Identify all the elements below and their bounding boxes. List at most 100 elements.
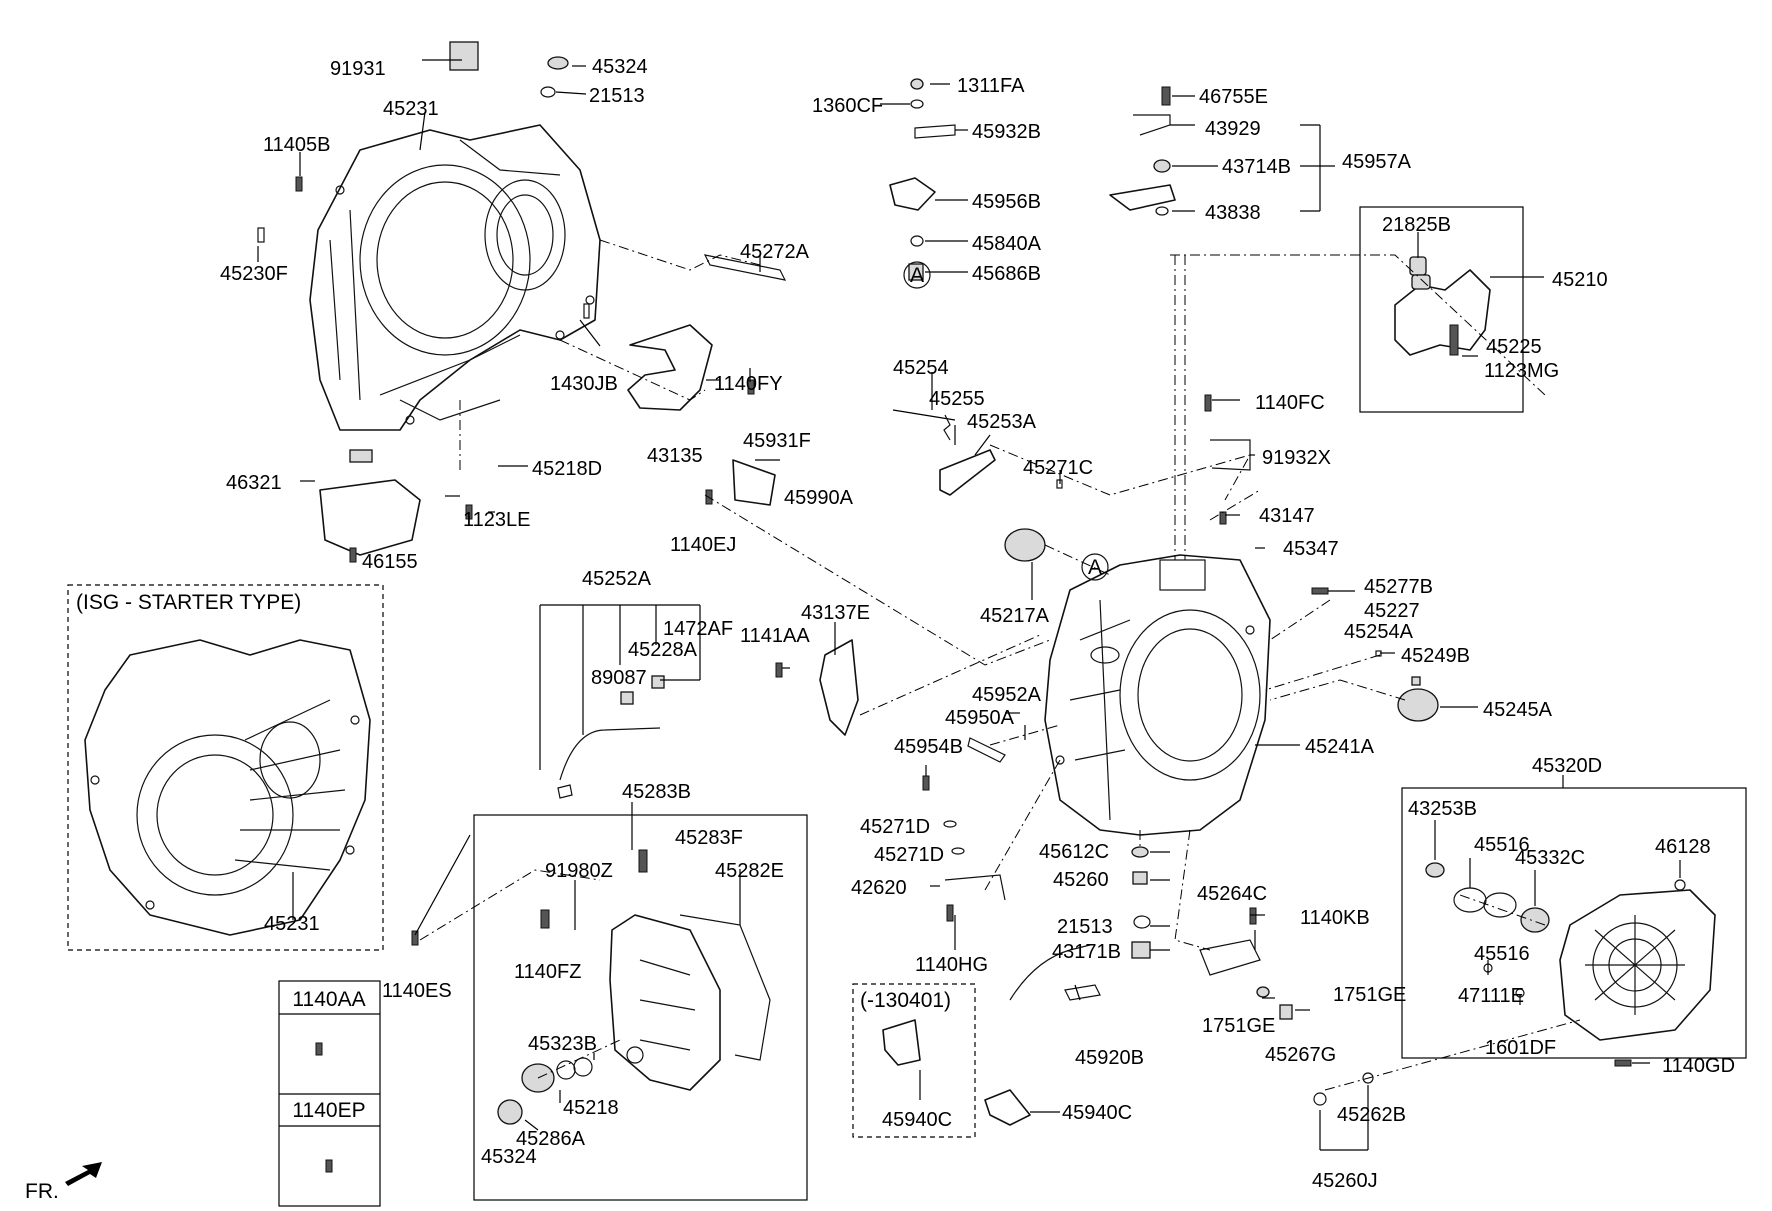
- ref-marker-a-top: A: [903, 261, 931, 289]
- isg-starter-type-box: [67, 584, 384, 951]
- part-45271D-2: 45271D: [874, 844, 944, 866]
- part-45260: 45260: [1053, 869, 1109, 891]
- part-1123MG: 1123MG: [1484, 360, 1559, 382]
- part-45283B: 45283B: [622, 781, 691, 803]
- part-43135: 43135: [647, 445, 703, 467]
- oring-45516-illustration: [1453, 887, 1487, 913]
- part-45323B: 45323B: [528, 1033, 597, 1055]
- oring-45516b-illustration: [1483, 892, 1517, 918]
- cooler-line-illustration: [1199, 939, 1261, 976]
- part-45210: 45210: [1552, 269, 1608, 291]
- part-45516-1: 45516: [1474, 834, 1530, 856]
- part-45231-main: 45231: [383, 98, 439, 120]
- part-1472AF: 1472AF: [663, 618, 733, 640]
- part-45241A: 45241A: [1305, 736, 1375, 758]
- part-45320D: 45320D: [1532, 755, 1602, 777]
- part-45254: 45254: [893, 357, 949, 379]
- oil-pipe-illustration: [1009, 944, 1091, 1001]
- part-1140FC: 1140FC: [1255, 392, 1325, 414]
- svg-text:A: A: [910, 264, 924, 287]
- part-45227: 45227: [1364, 600, 1420, 622]
- part-42620: 42620: [851, 877, 907, 899]
- small-hardware-illustrations: [257, 41, 1686, 1173]
- part-1123LE: 1123LE: [463, 509, 530, 531]
- part-1140FY: 1140FY: [714, 373, 783, 395]
- part-1140GD: 1140GD: [1662, 1055, 1735, 1077]
- part-46321: 46321: [226, 472, 282, 494]
- part-45271C: 45271C: [1023, 457, 1093, 479]
- code-130401-box: [852, 983, 976, 1138]
- part-45253A: 45253A: [967, 411, 1037, 433]
- part-45264C: 45264C: [1197, 883, 1267, 905]
- part-45252A: 45252A: [582, 568, 652, 590]
- part-21513-bottom: 21513: [1057, 916, 1113, 938]
- part-1751GE-2: 1751GE: [1202, 1015, 1275, 1037]
- part-45932B: 45932B: [972, 121, 1041, 143]
- part-45267G: 45267G: [1265, 1044, 1336, 1066]
- part-45950A: 45950A: [945, 707, 1015, 729]
- part-45225: 45225: [1486, 336, 1542, 358]
- part-45931F: 45931F: [743, 430, 811, 452]
- valve-cover-illustration: [1559, 889, 1716, 1041]
- part-1140EJ: 1140EJ: [670, 534, 736, 556]
- part-43714B: 43714B: [1222, 156, 1291, 178]
- part-45954B: 45954B: [894, 736, 963, 758]
- part-45272A: 45272A: [740, 241, 810, 263]
- seal-45217a-illustration: [1004, 528, 1046, 562]
- bearing-45332c-illustration: [1520, 907, 1550, 933]
- part-21513-top: 21513: [589, 85, 645, 107]
- part-1311FA: 1311FA: [957, 75, 1025, 97]
- part-45271D-1: 45271D: [860, 816, 930, 838]
- part-45282E: 45282E: [715, 860, 784, 882]
- part-45283F: 45283F: [675, 827, 743, 849]
- part-1601DF: 1601DF: [1485, 1037, 1556, 1059]
- part-1140ES: 1140ES: [382, 980, 452, 1002]
- oil-strainer-illustration: [319, 449, 421, 556]
- plug-43253b-illustration: [1425, 862, 1445, 878]
- oil-pan-group-box: [473, 814, 808, 1201]
- part-45516-2: 45516: [1474, 943, 1530, 965]
- part-91931: 91931: [330, 58, 386, 80]
- assembly-lines: [419, 239, 1581, 1091]
- code-note: (-130401): [860, 989, 951, 1012]
- seal-45245a-illustration: [1397, 688, 1439, 722]
- table-row1-label: 1140AA: [292, 988, 365, 1011]
- breather-hose-illustration: [559, 727, 661, 781]
- part-1140KB: 1140KB: [1300, 907, 1370, 929]
- svg-text:A: A: [1088, 556, 1102, 579]
- part-45262B: 45262B: [1337, 1104, 1406, 1126]
- bracket-group-box: [1359, 206, 1524, 413]
- part-45324-bottom: 45324: [481, 1146, 537, 1168]
- part-45230F: 45230F: [220, 263, 288, 285]
- ref-marker-a-bottom: A: [1081, 553, 1109, 581]
- part-43253B: 43253B: [1408, 798, 1477, 820]
- part-45228A: 45228A: [628, 639, 698, 661]
- part-45218: 45218: [563, 1097, 619, 1119]
- cover-43137e-illustration: [819, 639, 859, 736]
- part-45940C-2: 45940C: [1062, 1102, 1132, 1124]
- part-45612C: 45612C: [1039, 841, 1109, 863]
- table-row2-label: 1140EP: [292, 1099, 365, 1122]
- part-45686B: 45686B: [972, 263, 1041, 285]
- part-45277B: 45277B: [1364, 576, 1433, 598]
- part-1140FZ: 1140FZ: [514, 961, 581, 983]
- part-45940C-1: 45940C: [882, 1109, 952, 1131]
- part-46155: 46155: [362, 551, 418, 573]
- part-1360CF: 1360CF: [812, 95, 883, 117]
- part-45324-top: 45324: [592, 56, 648, 78]
- part-45347: 45347: [1283, 538, 1339, 560]
- part-45245A: 45245A: [1483, 699, 1553, 721]
- part-46755E: 46755E: [1199, 86, 1268, 108]
- part-43838: 43838: [1205, 202, 1261, 224]
- part-43137E: 43137E: [801, 602, 870, 624]
- front-direction-label: FR.: [25, 1180, 59, 1203]
- part-1140HG: 1140HG: [915, 954, 988, 976]
- part-43147: 43147: [1259, 505, 1315, 527]
- isg-note: (ISG - STARTER TYPE): [76, 591, 301, 614]
- part-45957A: 45957A: [1342, 151, 1412, 173]
- baffle-illustration: [627, 324, 713, 411]
- part-45920B: 45920B: [1075, 1047, 1144, 1069]
- part-1751GE-1: 1751GE: [1333, 984, 1406, 1006]
- part-1141AA: 1141AA: [740, 625, 810, 647]
- cover-group-box: [1401, 787, 1747, 1059]
